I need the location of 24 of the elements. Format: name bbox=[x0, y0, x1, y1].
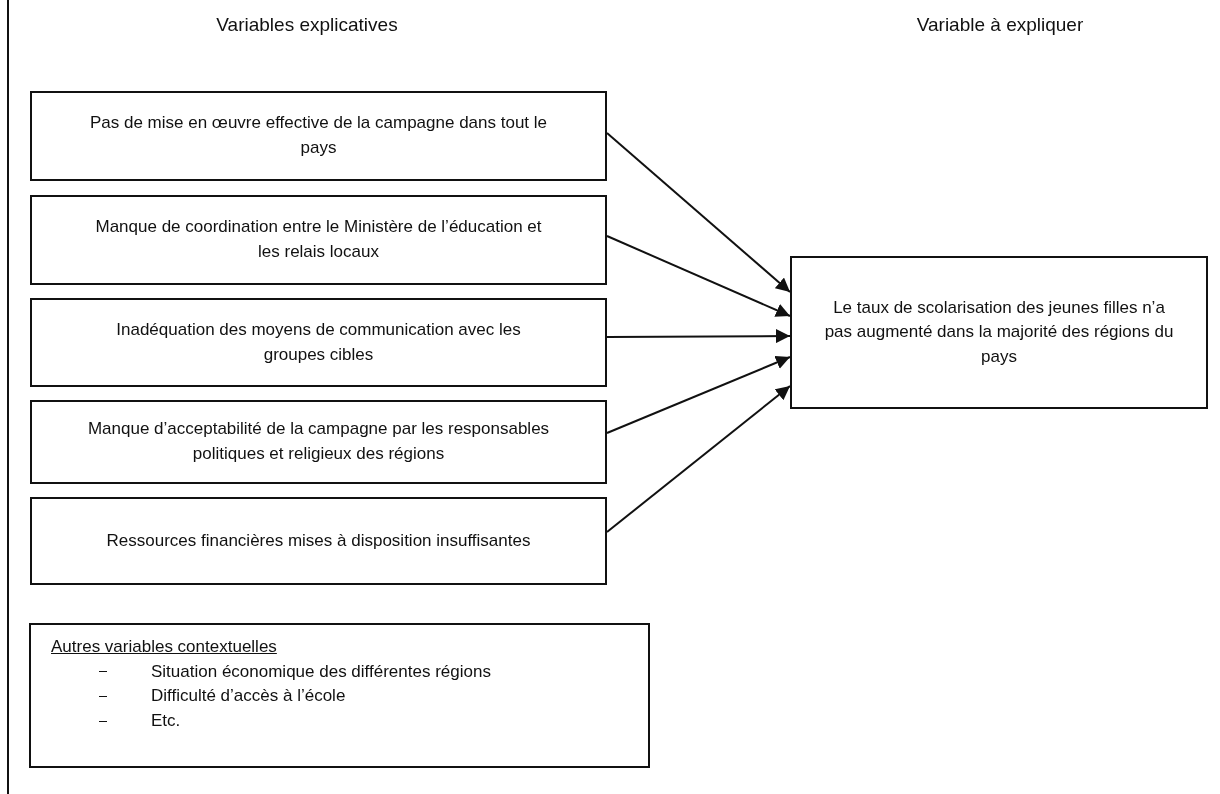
arrow bbox=[606, 132, 791, 293]
variable-box bbox=[30, 298, 607, 387]
arrow bbox=[606, 329, 791, 344]
note-box bbox=[29, 623, 650, 768]
box-text: Ressources financières mises à disposition insuffisantes bbox=[106, 529, 531, 552]
box-text: Pas de mise en œuvre effective de la campagne dans tout le pays bbox=[88, 112, 549, 159]
column-heading: Variables explicatives bbox=[216, 14, 398, 36]
note-heading: Autres variables contextuelles bbox=[51, 636, 277, 658]
variable-box bbox=[30, 91, 607, 181]
box-text: Inadéquation des moyens de communication avec les groupes cibles bbox=[115, 318, 522, 366]
column-heading: Variable à expliquer bbox=[916, 14, 1084, 36]
list-item: Situation économique des différentes régions bbox=[151, 660, 491, 683]
variable-box bbox=[30, 400, 607, 484]
variable-box bbox=[30, 195, 607, 285]
box-text: Le taux de scolarisation des jeunes filles n’a pas augmenté dans la majorité des régions du pays bbox=[823, 296, 1175, 368]
arrow bbox=[606, 385, 791, 533]
box-text: Manque de coordination entre le Ministère de l’éducation et les relais locaux bbox=[94, 216, 543, 263]
list-item: Etc. bbox=[151, 709, 181, 732]
box-text: Manque d’acceptabilité de la campagne par les responsables politiques et religieux des régions bbox=[86, 418, 551, 465]
variable-box bbox=[30, 497, 607, 585]
list-item: Difficulté d’accès à l’école bbox=[151, 685, 346, 708]
arrow bbox=[606, 235, 791, 317]
outcome-box bbox=[790, 256, 1208, 409]
arrow bbox=[606, 355, 791, 434]
